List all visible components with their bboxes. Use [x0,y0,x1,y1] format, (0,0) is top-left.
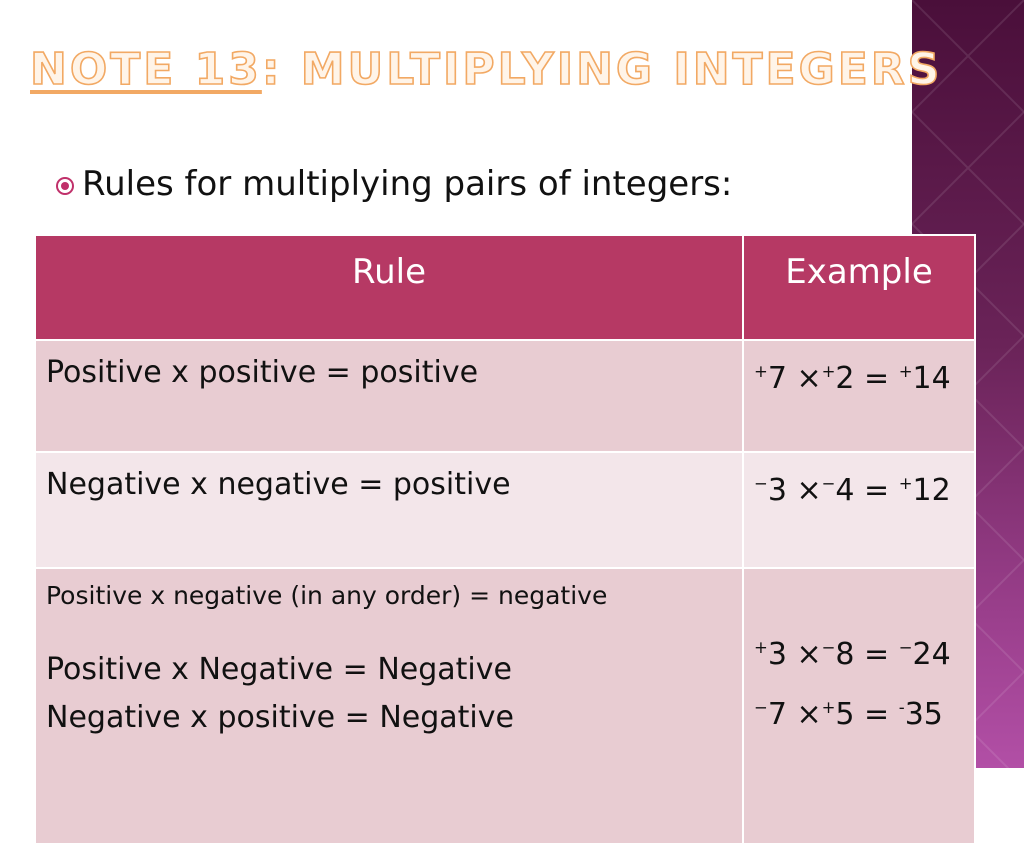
table-header-row: Rule Example [34,234,976,341]
table-row: Positive x negative (in any order) = neg… [34,567,976,845]
example-expression: +7 ×+2 = +14 [754,361,951,396]
rule-summary: Positive x negative (in any order) = neg… [46,581,608,610]
radio-bullet-icon [56,177,74,195]
rule-line: Positive x Negative = Negative [46,652,512,687]
rule-line: Negative x positive = Negative [46,700,514,735]
example-expression: −7 ×+5 = -35 [754,697,943,732]
rules-table: Rule Example Positive x positive = posit… [34,234,976,845]
bullet-point: Rules for multiplying pairs of integers: [56,164,732,204]
example-expression: +3 ×−8 = −24 [754,637,951,672]
table-row: Positive x positive = positive +7 ×+2 = … [34,339,976,453]
title-note-number: NOTE 13 [29,43,262,96]
header-example: Example [742,234,976,341]
bullet-text: Rules for multiplying pairs of integers: [82,164,733,204]
title-topic: : MULTIPLYING INTEGERS [261,43,943,96]
example-cell: −3 ×−4 = +12 [742,451,976,569]
rule-cell: Positive x positive = positive [34,339,744,453]
example-cell: +7 ×+2 = +14 [742,339,976,453]
rule-cell: Negative x negative = positive [34,451,744,569]
table-row: Negative x negative = positive −3 ×−4 = … [34,451,976,569]
example-expression: −3 ×−4 = +12 [754,473,951,508]
rule-cell: Positive x negative (in any order) = neg… [34,567,744,845]
slide-title: NOTE 13: MULTIPLYING INTEGERS [29,43,943,96]
example-cell: +3 ×−8 = −24 −7 ×+5 = -35 [742,567,976,845]
header-rule: Rule [34,234,744,341]
